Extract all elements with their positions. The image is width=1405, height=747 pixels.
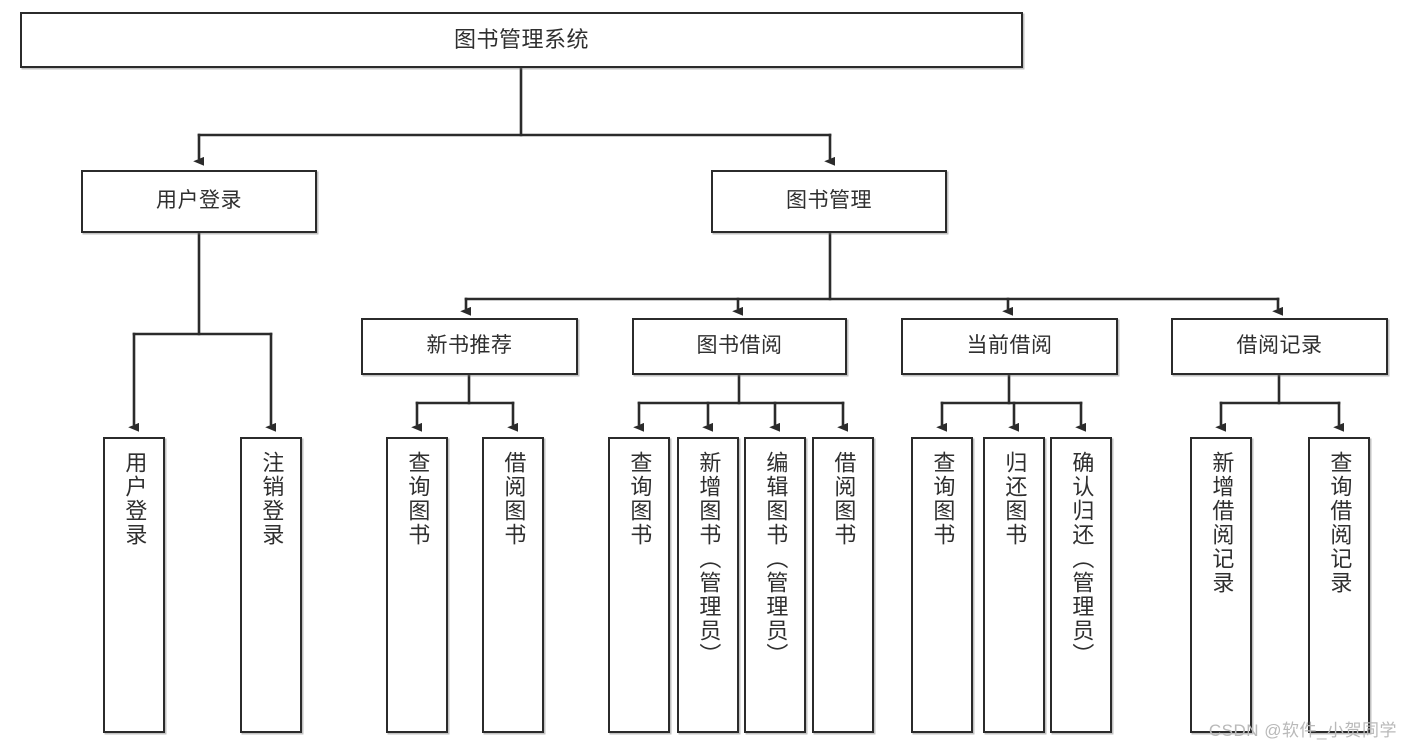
leaf-user-login-label: 用户登录 (122, 451, 148, 547)
leaf-query-book-borrow-label: 查询图书 (627, 451, 653, 547)
leaf-add-borrow-record-label: 新增借阅记录 (1209, 451, 1235, 595)
node-current-borrow[interactable]: 当前借阅 (901, 318, 1118, 375)
node-book-manage-label: 图书管理 (786, 189, 872, 213)
leaf-user-logout[interactable]: 注销登录 (240, 437, 302, 733)
node-current-borrow-label: 当前借阅 (966, 334, 1053, 358)
leaf-user-logout-label: 注销登录 (259, 451, 285, 547)
leaf-borrow-book-recommendation-label: 借阅图书 (501, 451, 527, 547)
leaf-confirm-return-admin-label: 确认归还（管理员） (1069, 451, 1095, 667)
node-book-manage[interactable]: 图书管理 (711, 170, 947, 233)
leaf-query-borrow-record-label: 查询借阅记录 (1327, 451, 1353, 595)
leaf-return-book-label: 归还图书 (1002, 451, 1028, 547)
leaf-query-book-recommendation[interactable]: 查询图书 (386, 437, 448, 733)
leaf-edit-book-admin-label: 编辑图书（管理员） (763, 451, 789, 667)
node-root-label: 图书管理系统 (453, 27, 589, 53)
node-new-book-recommendation-label: 新书推荐 (426, 334, 513, 358)
node-borrow-record[interactable]: 借阅记录 (1171, 318, 1388, 375)
leaf-query-book-current[interactable]: 查询图书 (911, 437, 973, 733)
node-new-book-recommendation[interactable]: 新书推荐 (361, 318, 578, 375)
leaf-query-book-borrow[interactable]: 查询图书 (608, 437, 670, 733)
leaf-return-book[interactable]: 归还图书 (983, 437, 1045, 733)
leaf-borrow-book-label: 借阅图书 (831, 451, 857, 547)
node-user-login[interactable]: 用户登录 (81, 170, 317, 233)
leaf-query-book-recommendation-label: 查询图书 (405, 451, 431, 547)
leaf-borrow-book-recommendation[interactable]: 借阅图书 (482, 437, 544, 733)
node-user-login-label: 用户登录 (156, 189, 242, 213)
leaf-borrow-book[interactable]: 借阅图书 (812, 437, 874, 733)
leaf-add-book-admin-label: 新增图书（管理员） (696, 451, 722, 667)
node-root[interactable]: 图书管理系统 (20, 12, 1023, 68)
node-book-borrow[interactable]: 图书借阅 (632, 318, 847, 375)
leaf-query-book-current-label: 查询图书 (930, 451, 956, 547)
csdn-watermark: CSDN @软件_小贺同学 (1208, 721, 1397, 740)
leaf-confirm-return-admin[interactable]: 确认归还（管理员） (1050, 437, 1112, 733)
leaf-edit-book-admin[interactable]: 编辑图书（管理员） (744, 437, 806, 733)
node-book-borrow-label: 图书借阅 (696, 334, 783, 358)
leaf-add-book-admin[interactable]: 新增图书（管理员） (677, 437, 739, 733)
leaf-query-borrow-record[interactable]: 查询借阅记录 (1308, 437, 1370, 733)
leaf-add-borrow-record[interactable]: 新增借阅记录 (1190, 437, 1252, 733)
leaf-user-login[interactable]: 用户登录 (103, 437, 165, 733)
node-borrow-record-label: 借阅记录 (1236, 334, 1323, 358)
